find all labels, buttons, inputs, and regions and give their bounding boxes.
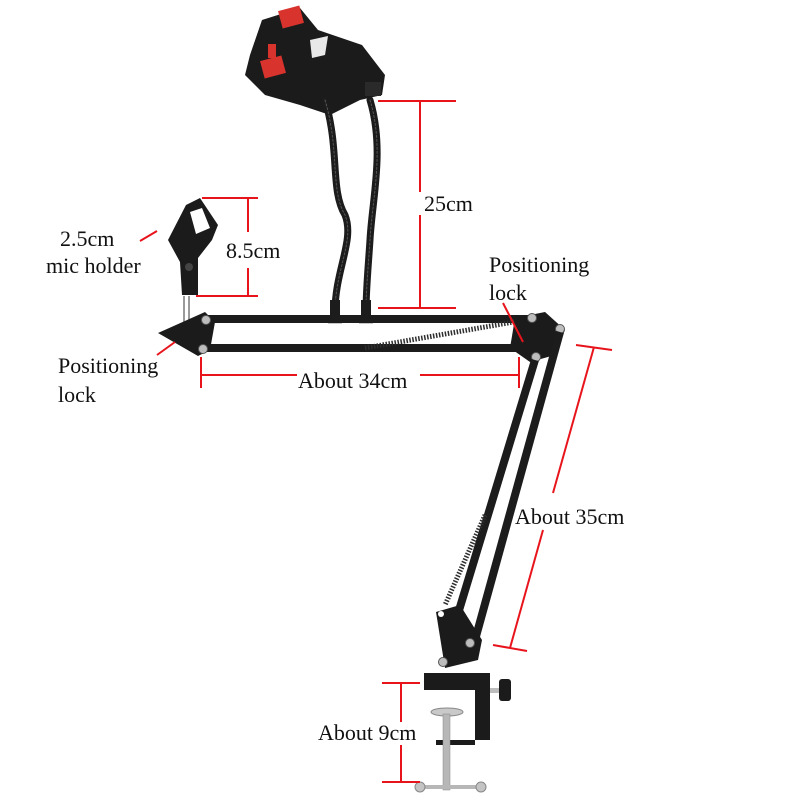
upper-arm: [158, 312, 530, 356]
left-positioning-lock-label-line1: Positioning: [58, 353, 159, 378]
phone-clip-holder: [245, 5, 385, 115]
left-positioning-lock-label-line2: lock: [58, 382, 96, 407]
dimension-lines: [139, 100, 613, 783]
upper-arm-length-label: About 34cm: [298, 368, 408, 393]
clamp-opening-label: About 9cm: [318, 720, 417, 745]
mic-holder-name-label: mic holder: [46, 253, 141, 278]
mic-holder-height-label: 8.5cm: [226, 238, 281, 263]
mic-holder: [168, 198, 218, 324]
gooseneck-height-label: 25cm: [424, 191, 473, 216]
lower-arm-length-label: About 35cm: [515, 504, 625, 529]
desk-clamp: [414, 673, 511, 793]
right-positioning-lock-label-line1: Positioning: [489, 252, 590, 277]
mic-holder-diameter-label: 2.5cm: [60, 226, 115, 251]
gooseneck-pair: [321, 96, 381, 324]
lower-arm: [436, 330, 564, 668]
right-positioning-lock-label-line2: lock: [489, 280, 527, 305]
